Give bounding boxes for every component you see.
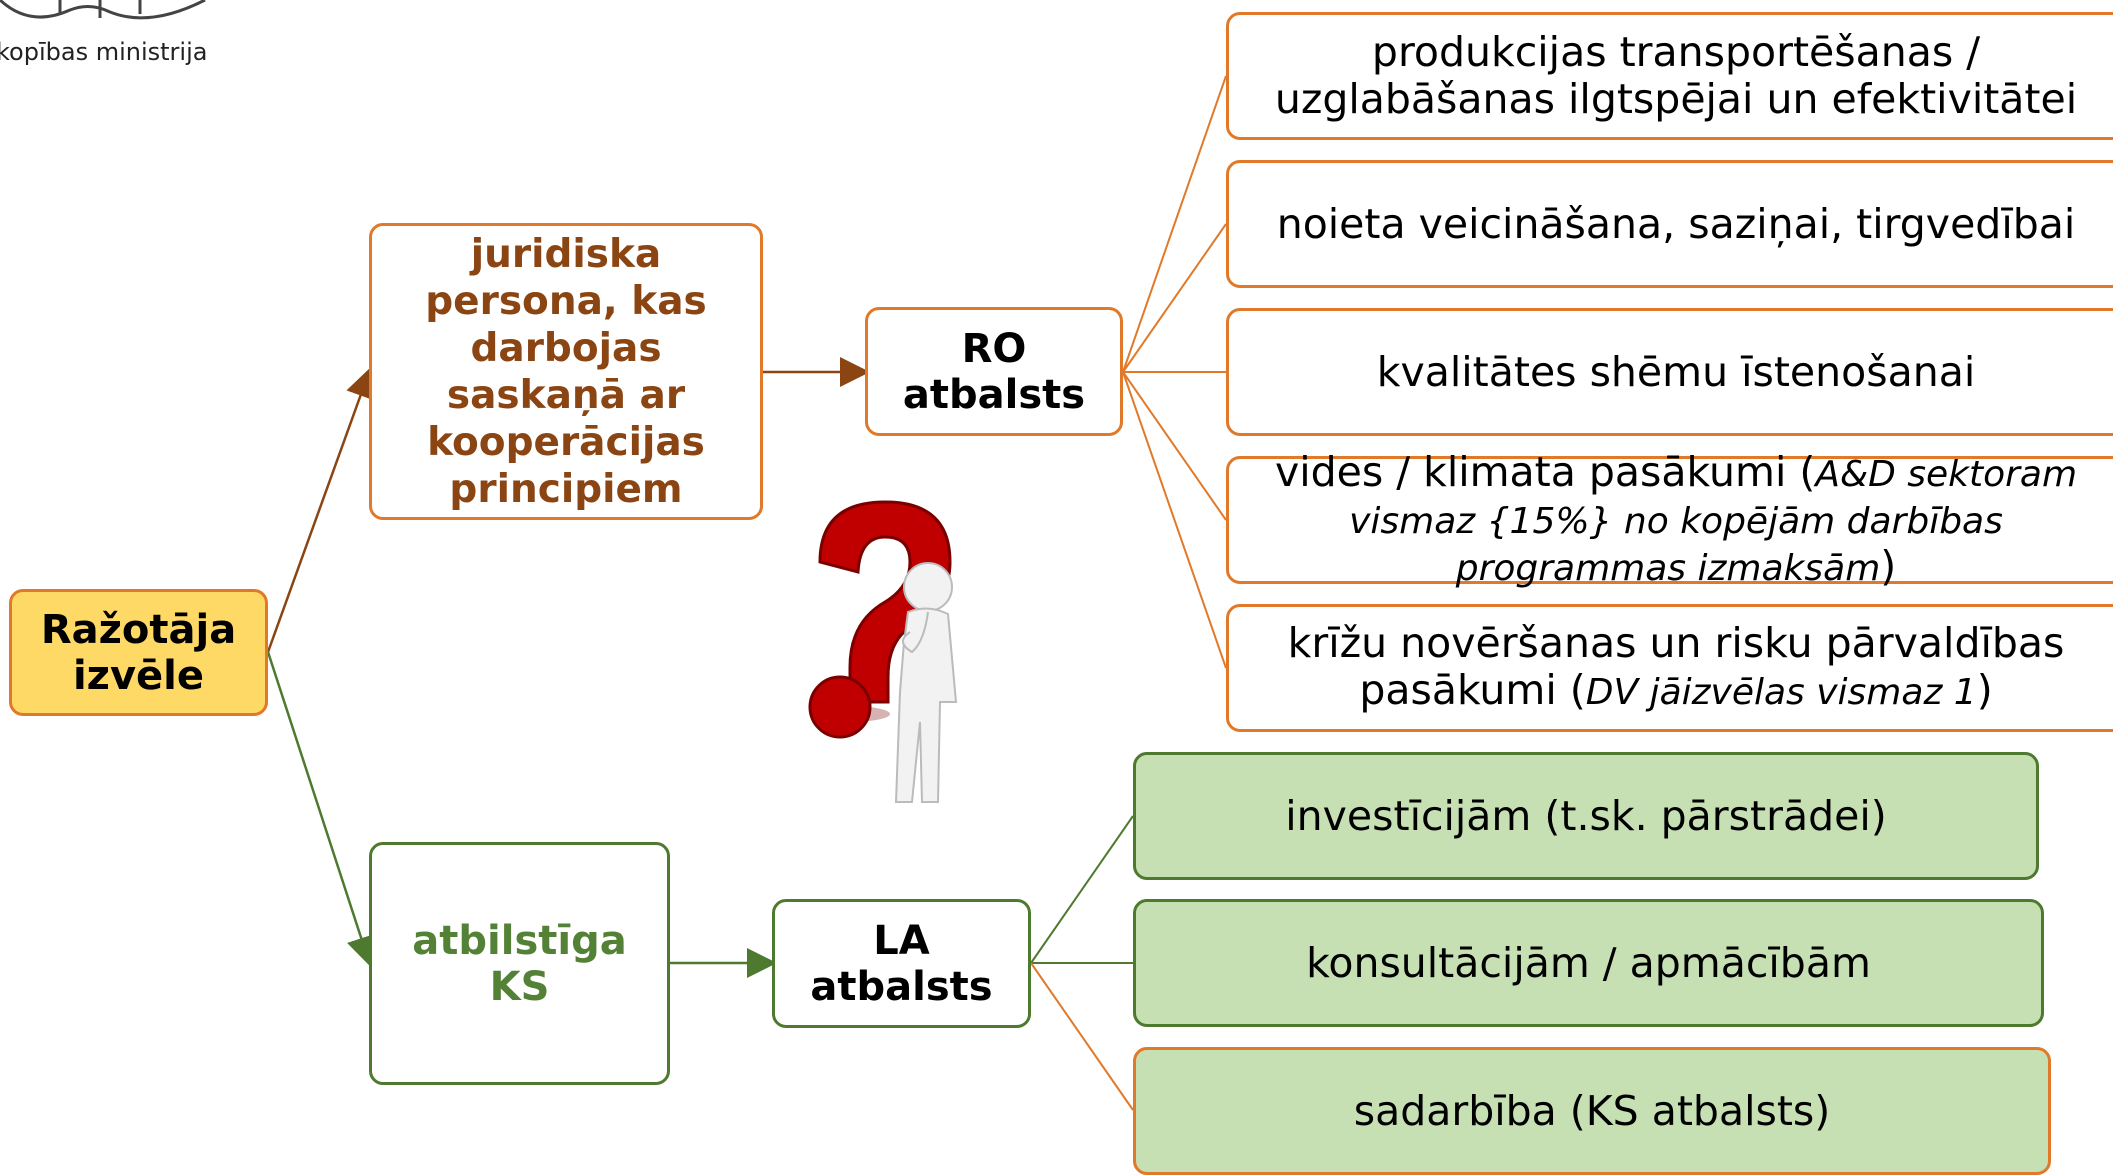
la-node-line1: LA xyxy=(873,917,930,964)
question-mark-person-icon xyxy=(808,500,958,803)
la-criteria-box: atbilstīga KS xyxy=(369,842,670,1085)
ro-item-marketing: noieta veicināšana, saziņai, tirgvedībai xyxy=(1226,160,2113,288)
ro-item-quality: kvalitātes shēmu īstenošanai xyxy=(1226,308,2113,436)
ro-node-line1: RO xyxy=(961,325,1027,372)
ro-criteria-text: juridiska persona, kas darbojas saskaņā … xyxy=(425,231,707,512)
link-root-ro xyxy=(266,367,375,653)
la-item-consulting-text: konsultācijām / apmācībām xyxy=(1306,939,1871,987)
env-text-italic: A&D sektoram vismaz {15%} no kopējām dar… xyxy=(1349,453,2078,589)
env-text-b: ) xyxy=(1880,541,1897,590)
ro-item-environment-text: vides / klimata pasākumi (A&D sektoram v… xyxy=(1243,447,2109,591)
crisis-text-a: krīžu novēršanas un risku pārvaldības pa… xyxy=(1287,619,2065,714)
la-criteria-line2: KS xyxy=(489,963,550,1010)
root-line2: izvēle xyxy=(72,652,205,699)
ro-node-line2: atbalsts xyxy=(902,371,1086,418)
ro-item-crisis-text: krīžu novēršanas un risku pārvaldības pa… xyxy=(1243,620,2109,716)
logo-text: kopības ministrija xyxy=(0,38,208,66)
ro-support-node: RO atbalsts xyxy=(865,307,1123,436)
la-item-cooperation-text: sadarbība (KS atbalsts) xyxy=(1353,1087,1831,1135)
la-node-line2: atbalsts xyxy=(810,963,993,1010)
crisis-text-italic: DV jāizvēlas vismaz 1 xyxy=(1585,672,1977,713)
coat-of-arms-icon xyxy=(0,0,206,20)
la-item-cooperation: sadarbība (KS atbalsts) xyxy=(1133,1047,2051,1175)
ro-item-transport: produkcijas transportēšanas / uzglabāšan… xyxy=(1226,12,2113,140)
root-node: Ražotāja izvēle xyxy=(9,589,268,716)
la-item-investment-text: investīcijām (t.sk. pārstrādei) xyxy=(1285,792,1887,840)
link-root-la xyxy=(266,651,376,967)
ro-item-transport-text: produkcijas transportēšanas / uzglabāšan… xyxy=(1274,28,2078,123)
la-criteria-line1: atbilstīga xyxy=(412,917,627,964)
la-item-investment: investīcijām (t.sk. pārstrādei) xyxy=(1133,752,2039,880)
ro-item-quality-text: kvalitātes shēmu īstenošanai xyxy=(1376,347,1976,396)
la-support-node: LA atbalsts xyxy=(772,899,1031,1028)
ro-fan-lines xyxy=(1122,75,1227,669)
la-item-consulting: konsultācijām / apmācībām xyxy=(1133,899,2044,1027)
ro-item-environment: vides / klimata pasākumi (A&D sektoram v… xyxy=(1226,449,2113,589)
ro-item-crisis: krīžu novēršanas un risku pārvaldības pa… xyxy=(1226,604,2113,732)
ro-criteria-box: juridiska persona, kas darbojas saskaņā … xyxy=(369,223,763,520)
la-fan-lines xyxy=(1030,815,1134,964)
ro-item-marketing-text: noieta veicināšana, saziņai, tirgvedībai xyxy=(1276,199,2076,248)
env-text-a: vides / klimata pasākumi ( xyxy=(1274,447,1816,496)
root-line1: Ražotāja xyxy=(40,606,237,653)
crisis-text-b: ) xyxy=(1976,666,1993,714)
